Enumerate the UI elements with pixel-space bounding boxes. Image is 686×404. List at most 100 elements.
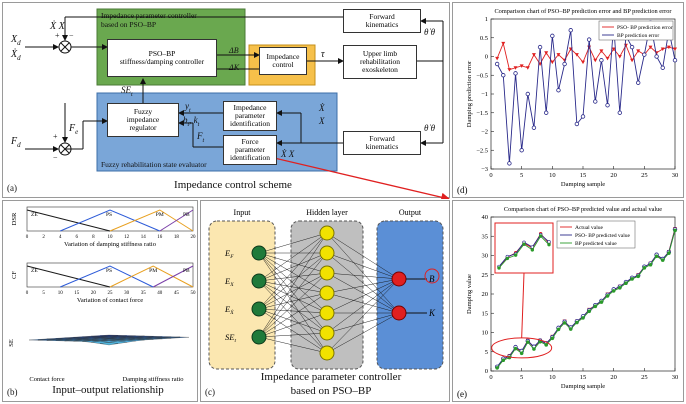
ho-edge [326, 312, 400, 354]
delta-b: ΔB [229, 46, 239, 55]
data-point [660, 65, 665, 70]
plus-sign-1: + [55, 31, 60, 40]
delta-k: ΔK [229, 63, 240, 72]
x-axis-label: Damping sample [561, 181, 605, 188]
y-tick-label: 30 [482, 253, 489, 260]
output-node-label: K [428, 308, 436, 318]
data-point [556, 53, 561, 57]
fd-symbol: Fd [11, 136, 21, 149]
input-node [251, 329, 267, 345]
y-tick-label: −2 [481, 129, 488, 136]
y-tick-label: 1 [485, 16, 488, 23]
panel-e: Comparison chart of PSO–BP predicted val… [452, 200, 684, 402]
data-point [562, 61, 567, 67]
tick-label: 45 [174, 291, 180, 296]
hidden-node [319, 325, 335, 341]
data-point [519, 351, 524, 356]
output-layer-bg [376, 220, 444, 370]
panel-b-caption: Input–output relationship [52, 384, 164, 396]
data-point [501, 358, 506, 363]
x-tick-label: 0 [489, 172, 492, 179]
x-axis-label: Damping sample [561, 383, 605, 390]
data-point [586, 37, 592, 42]
ho-edge [326, 232, 400, 314]
ih-edge [258, 252, 328, 294]
hidden-node [319, 305, 335, 321]
ih-edge [258, 252, 328, 334]
x-tick-label: 0 [489, 374, 492, 381]
data-point [532, 347, 536, 351]
input-title: Input [234, 208, 252, 217]
ih-edge [258, 272, 328, 338]
panel-d: Comparison chart of PSO–BP prediction er… [452, 2, 684, 198]
data-point [611, 47, 616, 51]
tick-label: 6 [76, 235, 79, 240]
b-highlight-circle [424, 268, 440, 284]
chart-e-svg: Comparison chart of PSO–BP predicted val… [457, 206, 678, 399]
se-t-symbol: SEt [121, 85, 133, 98]
fuzzy-set-label: PS [106, 212, 112, 218]
hidden-node [319, 245, 335, 261]
ho-edge [326, 232, 400, 280]
data-point [513, 346, 518, 351]
data-point [673, 228, 677, 233]
ho-edge [326, 278, 400, 294]
legend-label: BP prediction error [617, 33, 659, 39]
y-tick-label: 0 [485, 54, 488, 61]
x-right: X [319, 116, 325, 126]
data-point [635, 80, 641, 85]
data-point [531, 125, 537, 130]
se-xlabel-left: Contact force [29, 376, 64, 383]
data-point [593, 99, 598, 104]
input-node-label: EẊ [224, 304, 234, 316]
data-point [562, 321, 567, 325]
fuzzy-ylabel: CF [11, 271, 18, 279]
tick-label: 16 [157, 235, 163, 240]
y-tick-label: −0.5 [476, 72, 488, 79]
ho-edge [326, 278, 400, 314]
data-point [543, 110, 549, 115]
y-tick-label: 10 [482, 330, 489, 337]
membership-curve [159, 209, 194, 232]
blue-title: Fuzzy rehabilitation state evaluator [101, 160, 207, 169]
output-title: Output [399, 208, 422, 217]
inset-data-point [547, 240, 551, 244]
ih-edge [258, 332, 328, 338]
y-tick-label: 25 [482, 272, 489, 279]
membership-curve [109, 209, 194, 232]
y-axis-label: Damping prediction error [466, 60, 473, 127]
legend-box [556, 220, 636, 249]
data-point [574, 121, 580, 127]
data-point [556, 327, 561, 332]
output-node [391, 271, 407, 287]
data-point [587, 309, 591, 314]
ih-edge [258, 280, 328, 294]
ih-edge [258, 280, 328, 314]
data-point [556, 88, 561, 93]
fuzzy-xlabel: Variation of contact force [77, 297, 143, 304]
ih-edge [258, 232, 328, 310]
tick-label: 30 [124, 291, 130, 296]
membership-curve [109, 265, 194, 288]
zoom-connector [521, 272, 525, 338]
y-tick-label: 40 [482, 214, 489, 221]
panel-a-caption: Impedance control scheme [174, 179, 292, 191]
data-point [618, 286, 622, 290]
xd-symbol: Xd [11, 34, 21, 47]
x-tick-label: 10 [549, 172, 556, 179]
tick-label: 12 [124, 235, 130, 240]
data-point [568, 327, 573, 331]
data-point [648, 262, 653, 267]
zoom-inset [494, 222, 554, 274]
x-tick-label: 15 [580, 374, 587, 381]
ih-edge [258, 232, 328, 282]
se-ylabel: SE [8, 339, 15, 347]
xdot-right: Ẋ [319, 103, 325, 113]
fuzzy-set-label: PM [156, 212, 164, 218]
data-point [501, 41, 506, 46]
data-point [581, 316, 585, 320]
surface-patch [100, 342, 118, 346]
